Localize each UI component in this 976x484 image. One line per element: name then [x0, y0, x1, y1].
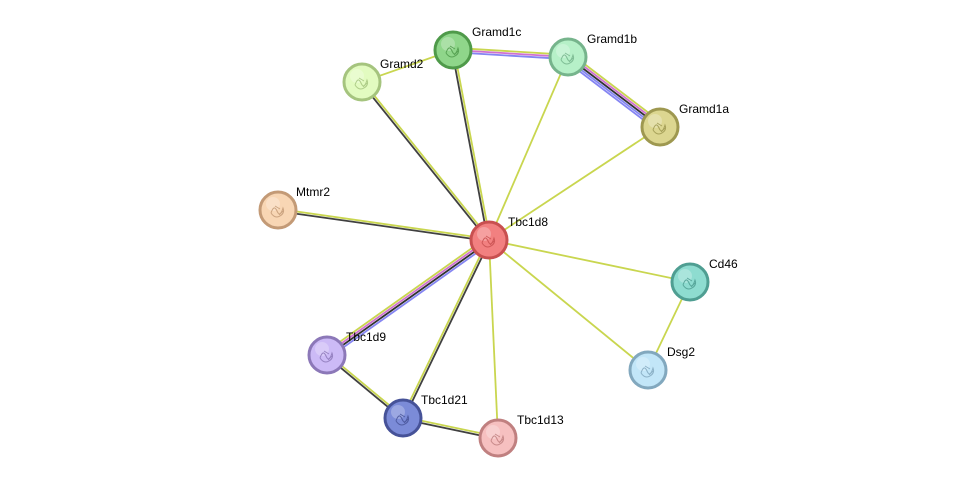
node-circle	[258, 190, 298, 230]
edge-mtmr2-tbc1d8[interactable]	[277, 208, 490, 242]
node-label: Gramd1b	[587, 32, 637, 46]
edge-evidence-line	[403, 240, 491, 419]
node-tbc1d21[interactable]: Tbc1d21	[383, 393, 468, 438]
edge-evidence-line	[488, 56, 569, 241]
node-highlight	[648, 114, 662, 128]
node-circle	[670, 262, 710, 302]
node-circle	[628, 350, 668, 390]
edge-tbc1d9-tbc1d8[interactable]	[324, 236, 492, 359]
node-circle	[548, 37, 588, 77]
protein-structure-icon	[445, 45, 460, 58]
node-highlight	[315, 342, 329, 356]
edge-evidence-line	[278, 208, 490, 240]
edge-evidence-line	[362, 80, 491, 240]
protein-structure-icon	[270, 205, 285, 218]
node-label: Tbc1d9	[346, 330, 386, 344]
node-circle	[433, 30, 473, 70]
protein-structure-icon	[652, 122, 667, 135]
node-highlight	[678, 269, 692, 283]
edge-gramd1c-tbc1d8[interactable]	[451, 49, 491, 241]
node-gramd1b[interactable]: Gramd1b	[548, 32, 637, 77]
edge-dsg2-tbc1d8[interactable]	[488, 239, 649, 371]
node-highlight	[391, 405, 405, 419]
node-label: Cd46	[709, 257, 738, 271]
edge-cd46-tbc1d8[interactable]	[488, 239, 691, 283]
node-dsg2[interactable]: Dsg2	[628, 345, 695, 390]
edge-evidence-line	[570, 52, 664, 125]
edge-evidence-line	[277, 210, 489, 242]
protein-structure-icon	[490, 433, 505, 446]
node-label: Dsg2	[667, 345, 695, 359]
node-circle	[478, 418, 518, 458]
edge-evidence-line	[360, 82, 489, 242]
protein-structure-icon	[682, 277, 697, 290]
edge-gramd1a-tbc1d8[interactable]	[488, 126, 661, 241]
edge-evidence-line	[401, 239, 489, 418]
node-circle	[383, 398, 423, 438]
edge-evidence-line	[324, 236, 488, 354]
node-circle	[342, 62, 382, 102]
node-gramd1a[interactable]: Gramd1a	[640, 102, 729, 147]
node-label: Tbc1d8	[508, 215, 548, 229]
node-tbc1d13[interactable]: Tbc1d13	[478, 413, 564, 458]
edge-gramd2-tbc1d8[interactable]	[360, 80, 491, 242]
edge-evidence-line	[453, 49, 491, 240]
protein-structure-icon	[560, 52, 575, 65]
node-highlight	[477, 227, 491, 241]
node-circle	[469, 220, 509, 260]
edge-tbc1d13-tbc1d8[interactable]	[488, 239, 499, 439]
node-tbc1d8[interactable]: Tbc1d8	[469, 215, 548, 260]
edge-evidence-line	[488, 239, 649, 371]
node-circle	[640, 107, 680, 147]
node-highlight	[266, 197, 280, 211]
protein-structure-icon	[319, 350, 334, 363]
edge-evidence-line	[325, 238, 489, 355]
node-highlight	[486, 425, 500, 439]
edge-evidence-line	[488, 126, 661, 241]
protein-structure-icon	[481, 235, 496, 248]
node-label: Tbc1d13	[517, 413, 564, 427]
node-label: Gramd1a	[679, 102, 729, 116]
edge-gramd1b-tbc1d8[interactable]	[488, 56, 569, 241]
edge-evidence-line	[328, 241, 492, 359]
protein-structure-icon	[395, 413, 410, 426]
node-circle	[307, 335, 347, 375]
edge-evidence-line	[488, 239, 499, 439]
edge-evidence-line	[488, 239, 691, 283]
protein-structure-icon	[354, 77, 369, 90]
node-label: Tbc1d21	[421, 393, 468, 407]
edge-tbc1d21-tbc1d8[interactable]	[401, 239, 491, 419]
node-mtmr2[interactable]: Mtmr2	[258, 185, 330, 230]
node-gramd1c[interactable]: Gramd1c	[433, 25, 521, 70]
node-label: Gramd2	[380, 57, 424, 71]
node-highlight	[350, 69, 364, 83]
protein-structure-icon	[640, 365, 655, 378]
edge-evidence-line	[564, 59, 658, 132]
node-label: Gramd1c	[472, 25, 521, 39]
node-highlight	[441, 37, 455, 51]
edge-evidence-line	[327, 240, 491, 357]
node-highlight	[556, 44, 570, 58]
node-highlight	[636, 357, 650, 371]
node-cd46[interactable]: Cd46	[670, 257, 738, 302]
node-tbc1d9[interactable]: Tbc1d9	[307, 330, 386, 375]
node-gramd2[interactable]: Gramd2	[342, 57, 424, 102]
node-label: Mtmr2	[296, 185, 330, 199]
edge-evidence-line	[451, 50, 489, 241]
